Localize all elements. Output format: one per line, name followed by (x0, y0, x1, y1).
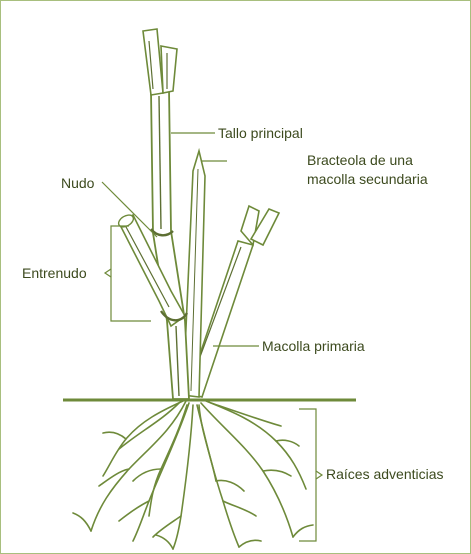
bracteole (182, 147, 206, 398)
label-nudo: Nudo (61, 175, 95, 191)
side-branch (117, 213, 189, 328)
main-stem (142, 28, 190, 400)
label-bracteola-line1: Bracteola de una (307, 152, 413, 168)
label-entrenudo: Entrenudo (22, 265, 87, 281)
label-tallo-principal: Tallo principal (218, 125, 303, 141)
label-bracteola-line2: macolla secundaria (307, 171, 428, 187)
leader-lines (101, 132, 324, 542)
roots (72, 400, 314, 550)
label-raices-adventicias: Raíces adventicias (326, 466, 444, 482)
label-macolla-primaria: Macolla primaria (262, 338, 365, 354)
